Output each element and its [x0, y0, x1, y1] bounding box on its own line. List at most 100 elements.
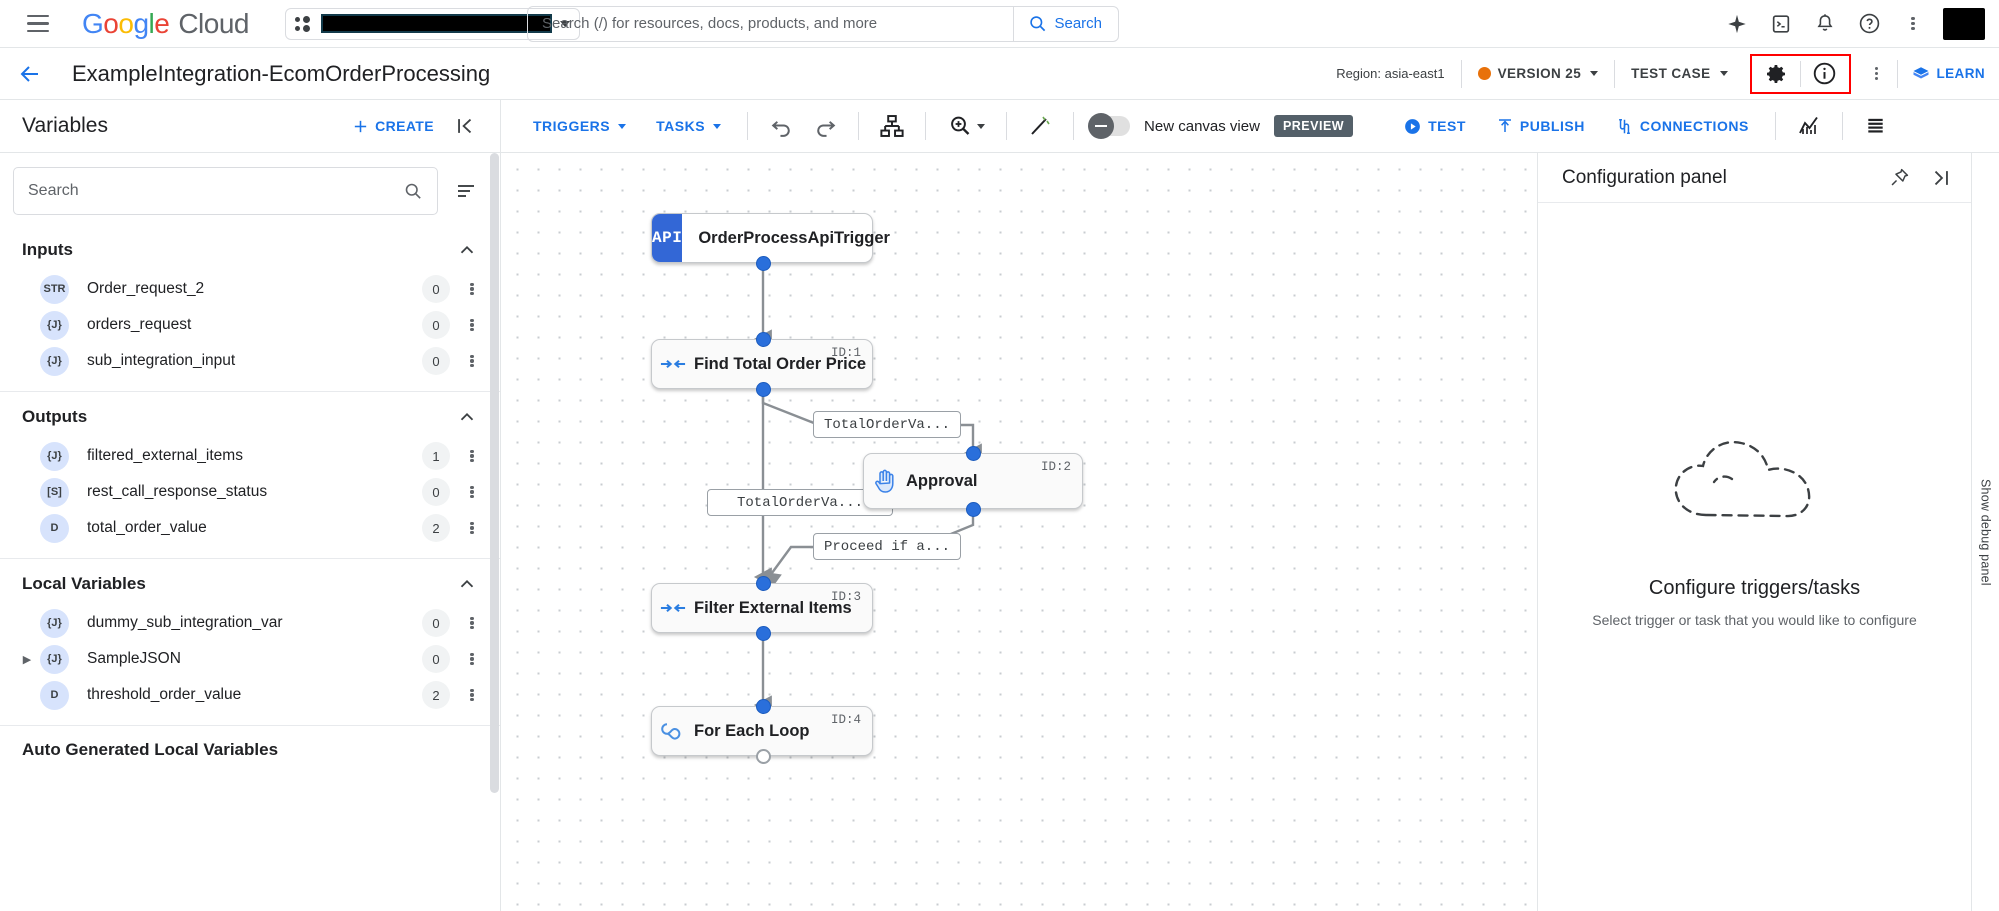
variable-usage-count: 0 — [422, 478, 450, 506]
variable-name: SampleJSON — [87, 650, 181, 667]
variables-group-header[interactable]: Local Variables — [0, 559, 500, 605]
triggers-menu[interactable]: TRIGGERS — [519, 108, 640, 144]
node-port-out[interactable] — [756, 749, 771, 764]
variable-name: rest_call_response_status — [87, 483, 268, 500]
collapse-group-icon[interactable] — [456, 573, 478, 595]
variable-name: orders_request — [87, 316, 192, 333]
edge-label[interactable]: TotalOrderVa... — [707, 489, 893, 516]
publish-button[interactable]: PUBLISH — [1482, 108, 1599, 144]
node-port-out[interactable] — [756, 382, 771, 397]
learn-button[interactable]: LEARN — [1898, 65, 1986, 83]
node-port-out[interactable] — [756, 626, 771, 641]
edge-label[interactable]: TotalOrderVa... — [813, 411, 961, 438]
page-more-vert-icon[interactable] — [1857, 54, 1897, 94]
redo-icon[interactable] — [804, 107, 846, 145]
search-input[interactable] — [528, 15, 1014, 32]
node-task-2[interactable]: Approval ID:2 — [863, 453, 1083, 509]
node-port-out[interactable] — [756, 256, 771, 271]
undo-icon[interactable] — [760, 107, 802, 145]
analytics-icon[interactable] — [1788, 107, 1830, 145]
gear-icon[interactable] — [1752, 55, 1800, 93]
node-port-in[interactable] — [756, 576, 771, 591]
node-port-in[interactable] — [756, 699, 771, 714]
sort-icon[interactable] — [446, 171, 486, 211]
gemini-sparkle-icon[interactable] — [1717, 4, 1757, 44]
search-button[interactable]: Search — [1013, 6, 1118, 41]
variables-scrollbar[interactable] — [490, 153, 499, 793]
learn-label: LEARN — [1936, 66, 1985, 81]
avatar[interactable] — [1943, 7, 1985, 40]
magic-wand-icon[interactable] — [1019, 107, 1061, 145]
pin-icon[interactable] — [1879, 158, 1919, 198]
topbar-more-vert-icon[interactable] — [1893, 4, 1933, 44]
node-port-in[interactable] — [756, 332, 771, 347]
info-icon[interactable] — [1801, 55, 1849, 93]
auto-layout-icon[interactable] — [871, 107, 913, 145]
row-more-vert-icon[interactable] — [458, 442, 486, 470]
integration-canvas[interactable]: API OrderProcessApiTrigger Find Total Or… — [501, 153, 1537, 911]
row-more-vert-icon[interactable] — [458, 347, 486, 375]
node-trigger[interactable]: API OrderProcessApiTrigger — [651, 213, 890, 263]
collapse-panel-icon[interactable] — [444, 105, 486, 147]
variables-search-box[interactable] — [13, 167, 438, 215]
variable-name: Order_request_2 — [87, 280, 205, 297]
cloud-shell-icon[interactable] — [1761, 4, 1801, 44]
edge-label[interactable]: Proceed if a... — [813, 533, 961, 560]
test-button[interactable]: TEST — [1389, 108, 1480, 144]
row-more-vert-icon[interactable] — [458, 478, 486, 506]
row-more-vert-icon[interactable] — [458, 681, 486, 709]
row-more-vert-icon[interactable] — [458, 514, 486, 542]
create-variable-button[interactable]: CREATE — [352, 118, 434, 135]
configuration-panel-empty-state: Configure triggers/tasks Select trigger … — [1538, 203, 1971, 911]
divider — [925, 112, 927, 140]
new-canvas-view-toggle[interactable] — [1088, 113, 1131, 139]
expand-row-icon[interactable]: ▶ — [22, 653, 32, 666]
variables-group-header[interactable]: Inputs — [0, 225, 500, 271]
variable-usage-count: 0 — [422, 311, 450, 339]
empty-state-title: Configure triggers/tasks — [1648, 576, 1861, 599]
debug-panel-rail[interactable]: Show debug panel — [1971, 153, 1999, 911]
collapse-group-icon[interactable] — [456, 406, 478, 428]
variables-group-title: Outputs — [22, 407, 88, 426]
logs-icon[interactable] — [1855, 107, 1897, 145]
show-debug-panel-label[interactable]: Show debug panel — [1978, 478, 1993, 586]
zoom-icon[interactable] — [938, 107, 994, 145]
global-search[interactable]: Search — [527, 5, 1119, 42]
node-port-in[interactable] — [966, 446, 981, 461]
variables-group-header[interactable]: Auto Generated Local Variables — [0, 726, 500, 770]
tasks-menu[interactable]: TASKS — [642, 108, 735, 144]
node-task-1[interactable]: Find Total Order Price ID:1 — [651, 339, 873, 389]
variables-group-header[interactable]: Outputs — [0, 392, 500, 438]
back-arrow-icon[interactable] — [10, 54, 50, 94]
notifications-bell-icon[interactable] — [1805, 4, 1845, 44]
variable-name: dummy_sub_integration_var — [87, 614, 283, 631]
chevron-down-icon — [1590, 71, 1599, 76]
node-task-4[interactable]: For Each Loop ID:4 — [651, 706, 873, 756]
test-case-selector[interactable]: TEST CASE — [1615, 48, 1743, 99]
hamburger-menu-icon[interactable] — [16, 2, 60, 46]
help-icon[interactable] — [1849, 4, 1889, 44]
expand-panel-icon[interactable] — [1921, 158, 1961, 198]
variable-type-badge: D — [40, 513, 69, 543]
version-selector[interactable]: VERSION 25 — [1462, 48, 1615, 99]
connections-button[interactable]: CONNECTIONS — [1601, 108, 1763, 144]
node-label: For Each Loop — [694, 721, 810, 740]
row-more-vert-icon[interactable] — [458, 645, 486, 673]
collapse-group-icon[interactable] — [456, 239, 478, 261]
node-port-out[interactable] — [966, 502, 981, 517]
row-more-vert-icon[interactable] — [458, 609, 486, 637]
row-more-vert-icon[interactable] — [458, 311, 486, 339]
row-more-vert-icon[interactable] — [458, 275, 486, 303]
search-input[interactable] — [28, 182, 403, 200]
